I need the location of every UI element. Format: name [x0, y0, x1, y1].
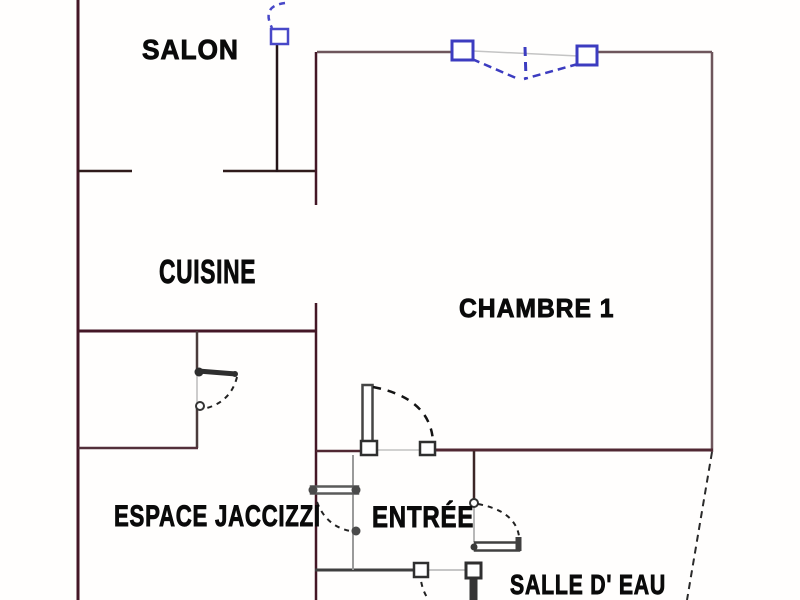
walls-layer: [76, 0, 714, 600]
salon-door-swing-arc: [267, 1, 286, 29]
room-label-espace-jaccizzi: ESPACE JACCIZZI: [114, 500, 321, 533]
entree-door-strike-node: [418, 440, 437, 457]
windows-layer: [269, 27, 713, 600]
entree-door-hinge-node: [359, 439, 379, 457]
entree-door-swing-arc: [372, 385, 435, 442]
closet-door-leaf-end-dot: [232, 371, 238, 377]
room-label-cuisine: CUISINE: [159, 253, 257, 290]
room-label-salon: SALON: [142, 34, 239, 65]
entree-door-leaf: [361, 383, 374, 446]
room-label-chambre-1: CHAMBRE 1: [459, 293, 615, 323]
window-left-leaf-line: [471, 57, 517, 80]
jaccizzi-door-leaf: [309, 485, 360, 495]
closet-door-swing-arc: [206, 376, 238, 409]
window-right-jamb: [575, 44, 599, 67]
closet-door-hinge-dot: [194, 367, 204, 377]
jaccizzi-door-swing-arc: [316, 501, 351, 532]
jaccizzi-door-left-dot: [308, 485, 318, 495]
doors-layer: [194, 1, 522, 600]
salledeau-boundary-line: [686, 451, 713, 600]
closet-door-strike-ring: [195, 401, 205, 411]
salledeau-door-leaf: [473, 541, 521, 552]
salledeau-leaf-end-cap: [515, 537, 522, 551]
room-label-entree: ENTRÉE: [372, 501, 475, 534]
room-label-salle-d-eau: SALLE D' EAU: [510, 569, 667, 600]
exit-door-leaf: [469, 578, 478, 600]
window-right-leaf-line: [523, 62, 579, 81]
jaccizzi-door-swing-dot: [351, 526, 361, 536]
window-center-post: [523, 46, 528, 80]
salledeau-door-hinge-dot: [470, 543, 478, 551]
salledeau-door-strike-ring: [469, 498, 479, 508]
jaccizzi-door-hinge-dot: [351, 485, 361, 495]
salledeau-door-swing-arc: [477, 503, 520, 537]
closet-door-leaf: [197, 368, 237, 377]
exit-door-hinge-node: [464, 561, 483, 580]
salon-door-jamb: [269, 27, 290, 46]
exit-door-strike-node: [412, 561, 430, 579]
window-left-jamb: [450, 39, 475, 62]
